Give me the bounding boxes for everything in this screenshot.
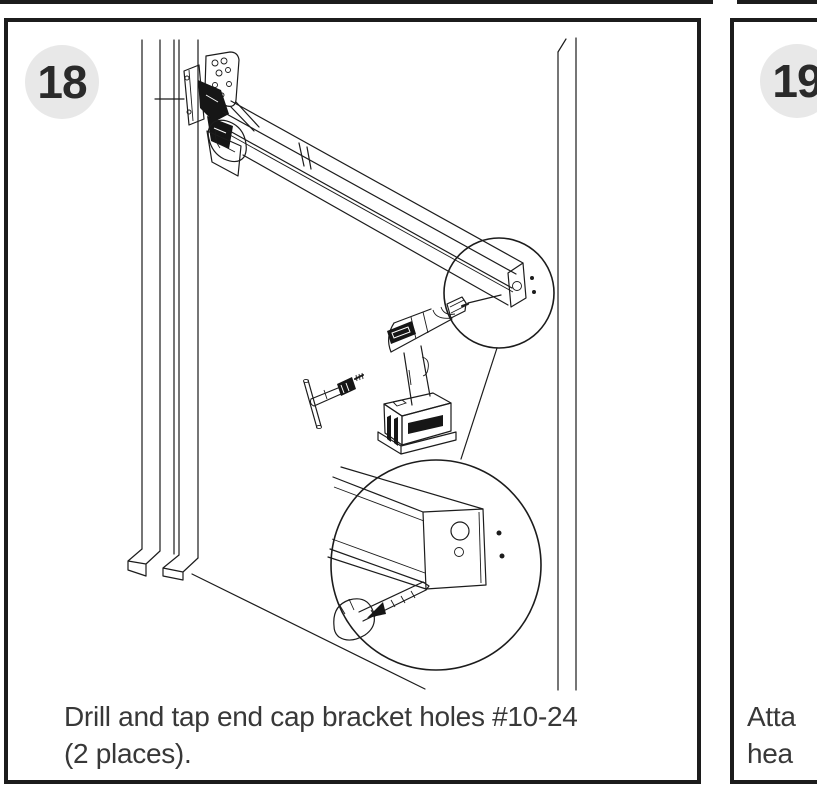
drill-chuck	[446, 296, 467, 319]
caption-line: hea	[747, 738, 793, 769]
magnified-detail-circle	[327, 459, 542, 671]
left-jamb	[127, 39, 199, 581]
caption-line: Drill and tap end cap bracket holes #10-…	[64, 701, 578, 732]
step-number: 18	[37, 56, 87, 108]
hinge-linkage	[198, 80, 229, 122]
caption-line: Atta	[747, 701, 796, 732]
operator-arm	[207, 100, 527, 308]
leader-line	[460, 347, 498, 460]
tap-wrench	[303, 372, 364, 430]
upper-panel-border-right	[737, 0, 817, 4]
drill-chuck-magnified	[333, 598, 375, 641]
caption-line: (2 places).	[64, 738, 192, 769]
drill-trigger	[421, 356, 429, 377]
end-cap-hole-dot	[530, 276, 534, 280]
drill-chuck-shank	[461, 303, 469, 307]
end-cap-hole-dot	[532, 290, 536, 294]
end-cap-face	[422, 508, 487, 590]
drill-bit-magnified	[358, 581, 430, 622]
arm-end-cap	[507, 262, 527, 308]
floor-line	[191, 573, 426, 690]
step-number-badge: 19	[760, 44, 817, 118]
mounting-bracket	[183, 51, 260, 177]
door-frame	[127, 37, 577, 691]
arm-end-callout-circle	[443, 237, 555, 349]
drill-direction-arrow	[367, 602, 386, 618]
step-number: 19	[772, 55, 817, 107]
step-number-badge: 18	[25, 45, 99, 119]
upper-panel-border-left	[0, 0, 713, 4]
drill-target-hole	[499, 553, 505, 559]
drill-bit	[467, 294, 502, 304]
step-19-panel	[730, 18, 817, 784]
right-jamb	[557, 37, 577, 691]
step-19-caption: Atta hea	[747, 698, 796, 772]
cordless-drill	[377, 296, 467, 455]
drill-target-hole	[496, 530, 502, 536]
drill-handle	[403, 352, 413, 406]
tap-chuck	[337, 377, 356, 396]
arm-motor-housing	[207, 119, 247, 163]
drill-battery	[377, 392, 457, 455]
step-18-caption: Drill and tap end cap bracket holes #10-…	[64, 698, 578, 772]
step-18-panel	[4, 18, 701, 784]
